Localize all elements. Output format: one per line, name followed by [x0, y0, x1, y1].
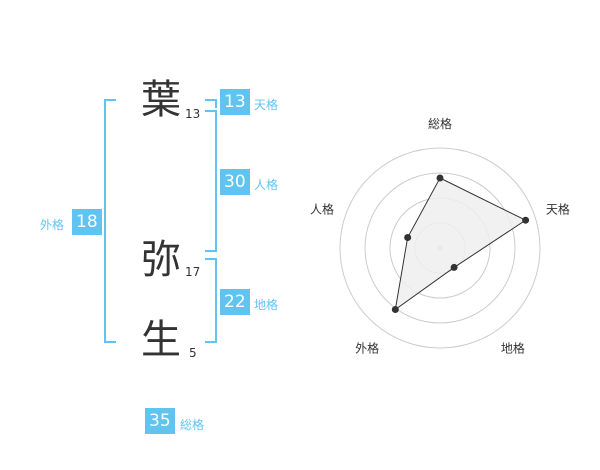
radar-axis-label: 人格 — [310, 202, 334, 217]
radar-point-3 — [391, 305, 399, 313]
radar-point-4 — [404, 233, 412, 241]
ten-label: 天格 — [254, 98, 279, 112]
gai-value-badge: 18 — [72, 209, 102, 235]
chi-value-badge: 22 — [220, 289, 250, 315]
radar-axis-label: 天格 — [546, 202, 570, 217]
gai-label: 外格 — [40, 218, 65, 232]
radar-ring — [339, 147, 541, 349]
radar-point-0 — [436, 174, 444, 182]
radar-point-1 — [522, 216, 530, 224]
name-char-1: 葉 — [141, 77, 181, 123]
chi-bracket — [205, 258, 217, 343]
gai-bracket — [104, 99, 116, 343]
ten-value-badge: 13 — [220, 89, 250, 115]
sou-value-badge: 35 — [145, 408, 175, 434]
jin-label: 人格 — [254, 178, 279, 192]
sou-label: 総格 — [180, 418, 205, 432]
radar-axis-label: 地格 — [501, 340, 525, 355]
radar-point-2 — [450, 263, 458, 271]
radar-axis-label: 総格 — [428, 116, 452, 131]
name-char-2: 弥 — [141, 237, 181, 283]
stroke-count-3: 5 — [189, 346, 197, 360]
radar-series — [391, 174, 530, 313]
stroke-count-1: 13 — [185, 107, 201, 121]
jin-bracket — [205, 110, 217, 252]
radar-series-area — [394, 177, 527, 311]
name-char-3: 生 — [141, 317, 181, 363]
stroke-count-2: 17 — [185, 265, 201, 279]
chi-label: 地格 — [254, 298, 279, 312]
ten-bracket — [205, 99, 217, 108]
radar-axis-label: 外格 — [355, 340, 379, 355]
radar-ring — [364, 172, 516, 324]
jin-value-badge: 30 — [220, 169, 250, 195]
